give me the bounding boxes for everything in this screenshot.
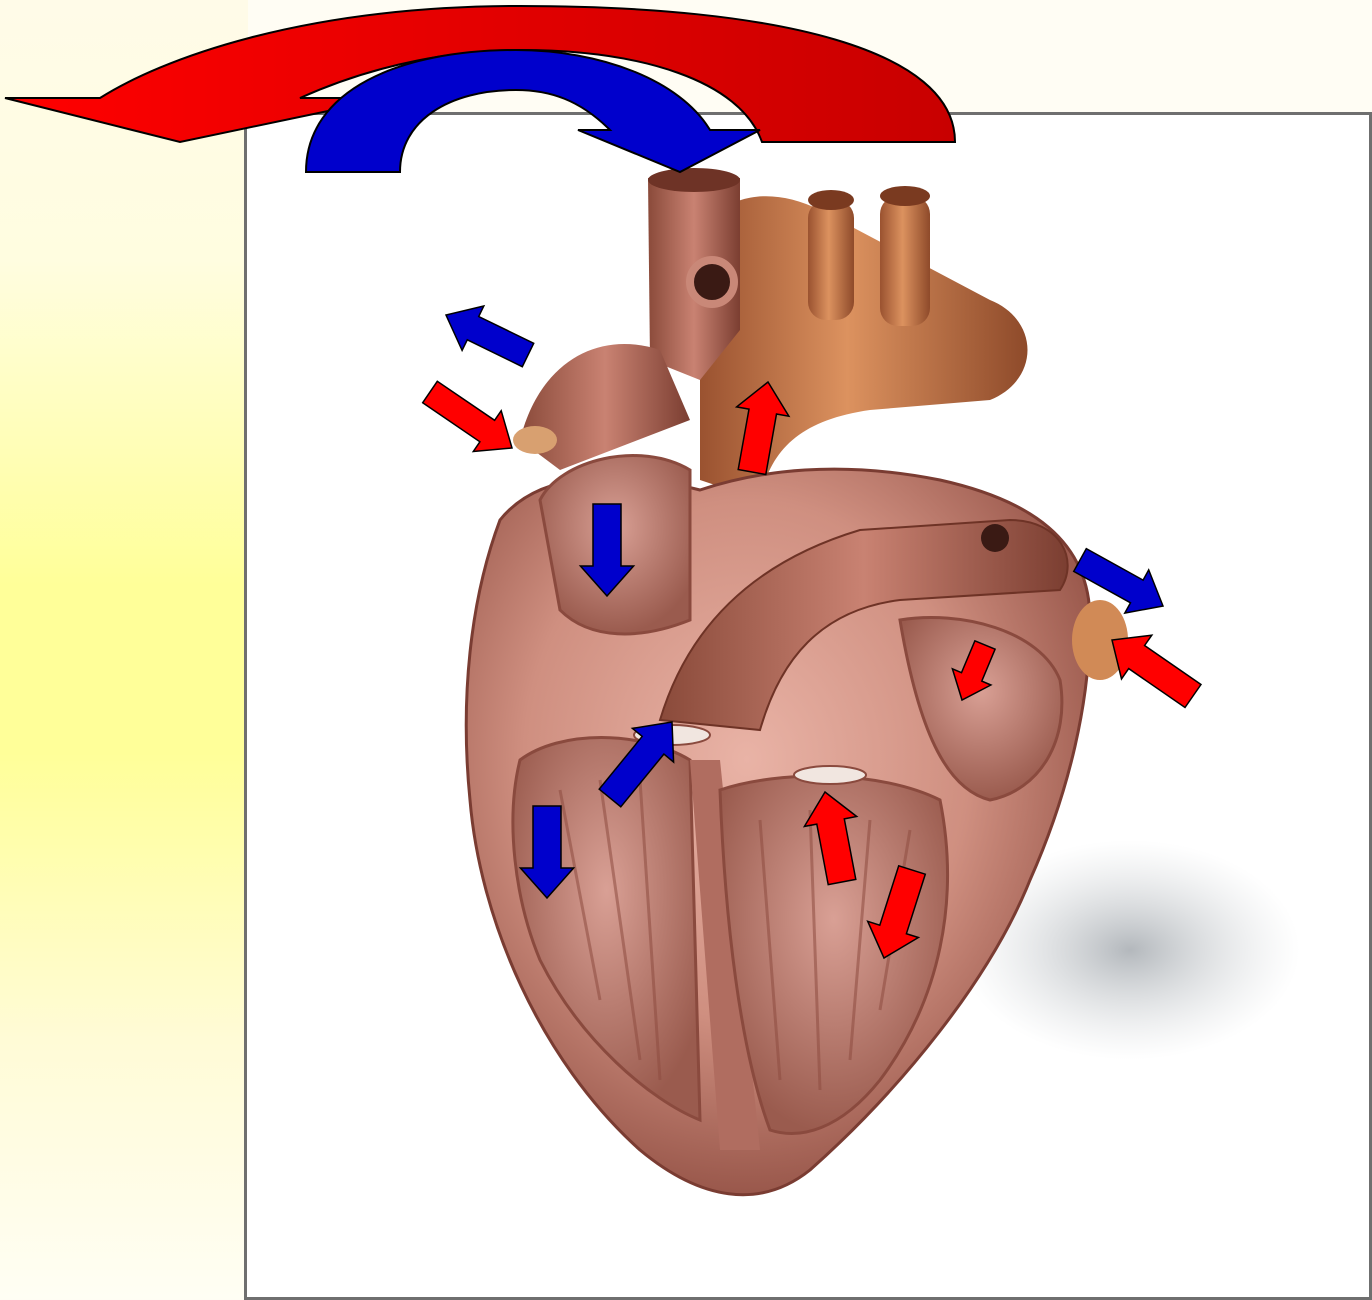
mitral-valve [794, 766, 866, 784]
aortic-branch-2 [880, 196, 930, 326]
aortic-branch-1 [808, 200, 854, 320]
pulmonary-vein-right-arrow [1112, 635, 1201, 707]
pulmonary-artery-branch-opening [981, 524, 1009, 552]
pulmonary-vein-left-arrow [423, 381, 512, 451]
azygos-opening [690, 260, 734, 304]
heart-illustration [466, 168, 1128, 1195]
superior-vena-cava-arrow [446, 306, 534, 367]
